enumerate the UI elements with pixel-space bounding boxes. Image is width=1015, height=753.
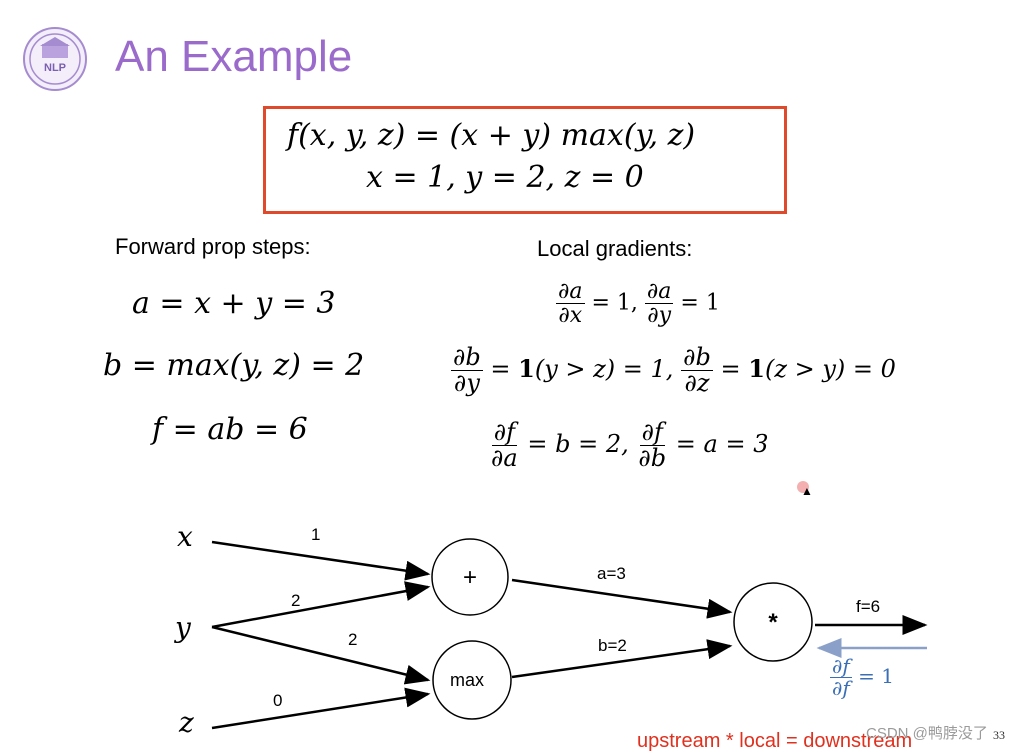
frac-num: ∂b [451,343,483,372]
frac-num: ∂f [639,418,665,447]
frac-num: ∂a [556,279,585,305]
forward-step-a: a = x + y = 3 [132,286,336,321]
frac-den: ∂f [832,676,850,700]
upstream-gradient: ∂f∂f = 1 [830,656,894,699]
local-gradient-b: ∂b∂y = 1(y > z) = 1, ∂b∂z = 1(z > y) = 0 [451,343,896,398]
input-x: x [177,520,193,553]
edge-y-plus [211,581,431,629]
node-mult [733,582,813,662]
edge-label-y-plus: 2 [291,591,300,610]
indicator: 1 [518,354,535,384]
watermark: CSDN @鸭脖没了 [866,725,988,742]
edge-label-x-plus: 1 [311,525,320,544]
edge-z-max [211,687,431,730]
chain-rule-caption: upstream * local = downstream [637,730,913,752]
frac-num: ∂f [491,418,517,447]
edge-label-y-max: 2 [348,630,357,649]
edge-y-max [211,625,431,685]
cursor-highlight [797,481,809,493]
frac-num: ∂a [644,279,674,305]
function-definition: f(x, y, z) = (x + y) max(y, z) [287,118,696,153]
edge-label-plus-mult: a=3 [597,564,626,583]
frac-eq: = 1 [858,664,894,688]
indicator: 1 [748,354,765,384]
frac-den: ∂b [638,444,667,473]
page-number: 33 [993,728,1005,742]
nlp-logo: NLP [23,27,87,91]
edge-plus-mult [511,578,733,619]
cursor-icon: ▲ [801,484,813,498]
local-heading: Local gradients: [537,236,693,261]
edge-max-mult [511,639,733,679]
frac-eq: = b = 2, [527,430,629,459]
input-y: y [173,611,192,644]
edge-label-max-mult: b=2 [598,636,627,655]
edge-x-plus [211,540,431,581]
frac-eq: = [490,355,519,384]
frac-num: ∂b [681,343,713,372]
edge-label-z-max: 0 [273,691,282,710]
frac-den: ∂x [558,303,583,329]
frac-eq: (z > y) = 0 [764,355,896,384]
local-gradient-f: ∂f∂a = b = 2, ∂f∂b = a = 3 [489,418,769,473]
edge-label-output: f=6 [856,597,880,616]
svg-text:NLP: NLP [44,62,66,74]
frac-den: ∂y [647,303,672,329]
node-plus [431,538,509,616]
frac-den: ∂y [453,369,480,398]
local-gradient-a: ∂a∂x = 1, ∂a∂y = 1 [556,280,720,327]
forward-step-b: b = max(y, z) = 2 [103,348,365,383]
frac-eq: = 1, [591,290,638,316]
frac-eq: (y > z) = 1, [534,355,674,384]
frac-den: ∂z [684,369,710,398]
forward-step-f: f = ab = 6 [152,412,308,447]
node-mult-label: * [768,609,778,636]
frac-eq: = 1 [680,290,720,316]
forward-heading: Forward prop steps: [115,234,311,259]
input-z: z [178,706,194,739]
frac-eq: = a = 3 [675,430,769,459]
node-max-label: max [450,670,484,690]
slide-title: An Example [115,32,353,81]
equation-box [263,106,787,214]
input-values: x = 1, y = 2, z = 0 [366,160,644,195]
frac-num: ∂f [830,654,852,678]
frac-den: ∂a [491,444,518,473]
node-max [432,640,512,720]
node-plus-label: + [463,564,477,591]
frac-eq: = [720,355,749,384]
